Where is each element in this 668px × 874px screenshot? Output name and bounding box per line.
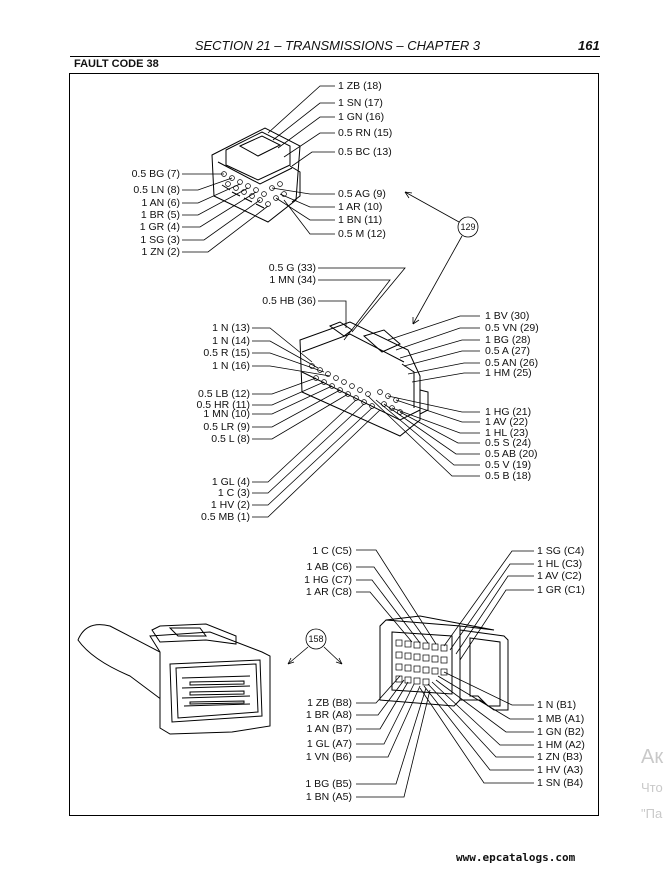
- c1-label-ag9: 0.5 AG (9): [338, 188, 386, 200]
- c2-label-an26: 0.5 AN (26): [485, 357, 539, 369]
- c2-label-hl23: 1 HL (23): [485, 427, 529, 439]
- watermark-line-2: Что: [641, 780, 663, 795]
- c3-label-zb-b8: 1 ZB (B8): [307, 697, 352, 709]
- c1-label-bn11: 1 BN (11): [338, 214, 383, 226]
- c3-label-c-c5: 1 C (C5): [312, 545, 352, 557]
- c3-label-gn-b2: 1 GN (B2): [537, 726, 585, 738]
- c3-label-hm-a2: 1 HM (A2): [537, 739, 585, 751]
- c2-label-s24: 0.5 S (24): [485, 437, 532, 449]
- c2-label-n14: 1 N (14): [212, 335, 250, 347]
- c2-label-bv30: 1 BV (30): [485, 310, 530, 322]
- watermark-line-3: "Па: [641, 806, 663, 821]
- section-title: SECTION 21 – TRANSMISSIONS – CHAPTER 3: [194, 38, 481, 53]
- c1-label-an6: 1 AN (6): [141, 197, 180, 209]
- c3-label-gl-a7: 1 GL (A7): [306, 738, 352, 750]
- footer-url: www.epcatalogs.com: [456, 851, 576, 864]
- watermark-line-1: Ак: [641, 746, 664, 768]
- c1-label-br5: 1 BR (5): [140, 209, 180, 221]
- c1-label-rn15: 0.5 RN (15): [338, 127, 393, 139]
- c3-label-zn-b3: 1 ZN (B3): [537, 751, 583, 763]
- c1-label-bg7: 0.5 BG (7): [131, 168, 180, 180]
- header-rule: [70, 56, 600, 57]
- c2-label-mn10: 1 MN (10): [203, 408, 250, 420]
- c3-label-gr-c1: 1 GR (C1): [537, 584, 585, 596]
- c1-label-m12: 0.5 M (12): [338, 228, 386, 240]
- connector-2-drawing: [299, 321, 429, 437]
- connector-3-face-drawing: [379, 615, 509, 711]
- c3-label-n-b1: 1 N (B1): [537, 699, 577, 711]
- c3-label-an-b7: 1 AN (B7): [306, 723, 352, 735]
- c3-label-sg-c4: 1 SG (C4): [537, 545, 585, 557]
- c2-label-n16: 1 N (16): [212, 360, 250, 372]
- c2-label-mb1: 0.5 MB (1): [200, 511, 250, 523]
- c1-label-zn2: 1 ZN (2): [141, 246, 180, 258]
- c2-label-hb36: 0.5 HB (36): [262, 295, 316, 307]
- c3-label-hv-a3: 1 HV (A3): [537, 764, 584, 776]
- c2-label-hm25: 1 HM (25): [485, 367, 532, 379]
- c1-label-bc13: 0.5 BC (13): [338, 146, 392, 158]
- c1-label-ln8: 0.5 LN (8): [133, 184, 180, 196]
- c2-label-b18: 0.5 B (18): [485, 470, 532, 482]
- c2-label-l8: 0.5 L (8): [211, 433, 250, 445]
- c3-label-ab-c6: 1 AB (C6): [306, 561, 352, 573]
- c2-label-v19: 0.5 V (19): [485, 459, 532, 471]
- c3-label-av-c2: 1 AV (C2): [537, 570, 582, 582]
- c1-label-sg3: 1 SG (3): [140, 234, 180, 246]
- diagram-frame: [69, 73, 599, 816]
- c2-label-gl4: 1 GL (4): [211, 476, 250, 488]
- c2-label-a27: 0.5 A (27): [485, 345, 530, 357]
- c2-label-vn29: 0.5 VN (29): [485, 322, 539, 334]
- callout-129: 129: [460, 222, 476, 232]
- c3-label-br-a8: 1 BR (A8): [305, 709, 352, 721]
- c1-label-sn17: 1 SN (17): [338, 97, 383, 109]
- connector-3-harness-drawing: [77, 623, 271, 735]
- c3-label-ar-c8: 1 AR (C8): [305, 586, 352, 598]
- c2-label-lb12: 0.5 LB (12): [198, 388, 250, 400]
- fault-code-title: FAULT CODE 38: [74, 58, 159, 70]
- c1-label-ar10: 1 AR (10): [338, 201, 383, 213]
- c2-label-c3: 1 C (3): [217, 487, 250, 499]
- c2-label-hv2: 1 HV (2): [210, 499, 250, 511]
- c3-label-vn-b6: 1 VN (B6): [305, 751, 352, 763]
- c2-label-n13: 1 N (13): [212, 322, 250, 334]
- c3-label-sn-b4: 1 SN (B4): [537, 777, 584, 789]
- c3-label-mb-a1: 1 MB (A1): [537, 713, 585, 725]
- c3-label-bg-b5: 1 BG (B5): [305, 778, 352, 790]
- c1-label-gn16: 1 GN (16): [338, 111, 385, 123]
- c2-label-r15: 0.5 R (15): [203, 347, 250, 359]
- c2-label-av22: 1 AV (22): [485, 416, 528, 428]
- page-number: 161: [578, 38, 600, 53]
- c3-label-hg-c7: 1 HG (C7): [304, 574, 352, 586]
- c2-label-mn34: 1 MN (34): [269, 274, 316, 286]
- c3-label-bn-a5: 1 BN (A5): [305, 791, 352, 803]
- c2-label-hg21: 1 HG (21): [485, 406, 532, 418]
- callout-158: 158: [308, 634, 324, 644]
- c2-label-bg28: 1 BG (28): [485, 334, 531, 346]
- c2-label-g33: 0.5 G (33): [268, 262, 316, 274]
- c2-label-hr11: 0.5 HR (11): [196, 399, 251, 411]
- c2-label-ab20: 0.5 AB (20): [485, 448, 538, 460]
- connector-1-drawing: [211, 127, 301, 223]
- c1-label-zb18: 1 ZB (18): [338, 80, 382, 92]
- c3-label-hl-c3: 1 HL (C3): [537, 558, 583, 570]
- c2-label-lr9: 0.5 LR (9): [203, 421, 250, 433]
- c1-label-gr4: 1 GR (4): [139, 221, 180, 233]
